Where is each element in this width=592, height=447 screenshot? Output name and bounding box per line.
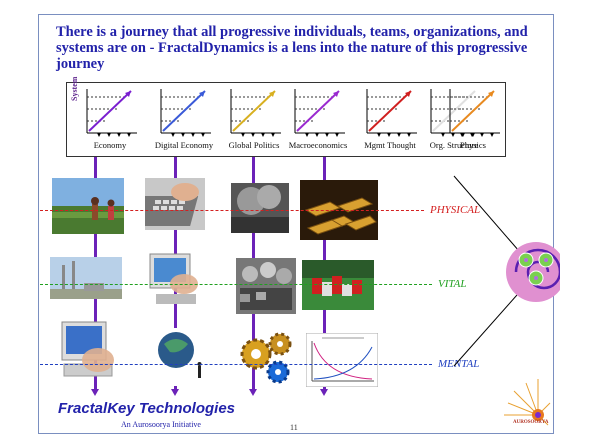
factory-chimneys-image — [50, 257, 122, 299]
journey-spiral-icon — [453, 175, 560, 367]
globe-walker-image — [150, 328, 212, 386]
domain-label: Macroeconomics — [288, 140, 348, 150]
domain-label: Physics — [460, 140, 486, 150]
domain-label: Global Politics — [228, 140, 280, 150]
domain-charts-box: System Economy Digital Economy Global Po… — [66, 77, 506, 157]
page-number: 11 — [290, 423, 298, 432]
domain-label: Economy — [93, 140, 127, 150]
vital-label: VITAL — [438, 278, 467, 290]
chart-mgmt-thought: Mgmt Thought — [359, 85, 421, 155]
domain-label: Mgmt Thought — [364, 140, 416, 150]
down-arrow-icon — [171, 389, 179, 396]
mental-label: MENTAL — [438, 358, 480, 370]
computer-hand-image — [149, 253, 198, 304]
chart-global-politics: Global Politics — [223, 85, 285, 155]
chart-digital-economy: Digital Economy — [153, 85, 215, 155]
war-scene-image — [231, 183, 289, 233]
down-arrow-icon — [91, 389, 99, 396]
computer-monitor-image — [61, 321, 114, 377]
chart-physics-inner: Physics — [442, 85, 504, 155]
chart-macroeconomics: Macroeconomics — [287, 85, 349, 155]
physical-label: PHYSICAL — [430, 204, 481, 216]
brand-name: FractalKey Technologies — [58, 400, 235, 417]
physical-level-line — [40, 210, 424, 211]
gears-image — [240, 332, 292, 384]
mental-level-line — [40, 364, 432, 365]
down-arrow-icon — [249, 389, 257, 396]
logo-text: AUROSOORYA — [513, 420, 549, 425]
curve-graph-image — [306, 333, 378, 387]
chart-economy: System Economy — [70, 77, 141, 155]
domain-label: Org. Structure — [429, 140, 479, 150]
brand-tagline: An Aurosoorya Initiative — [121, 420, 201, 429]
slide-title: There is a journey that all progressive … — [56, 24, 528, 72]
farm-workers-image — [52, 178, 124, 234]
typing-keyboard-image — [145, 178, 205, 230]
system-axis-label: System — [70, 76, 79, 101]
vital-level-line — [40, 284, 432, 285]
rugby-players-image — [302, 260, 374, 310]
domain-label: Digital Economy — [154, 140, 214, 150]
sun-logo-icon — [504, 379, 551, 426]
historic-leaders-image — [236, 258, 296, 314]
down-arrow-icon — [320, 389, 328, 396]
